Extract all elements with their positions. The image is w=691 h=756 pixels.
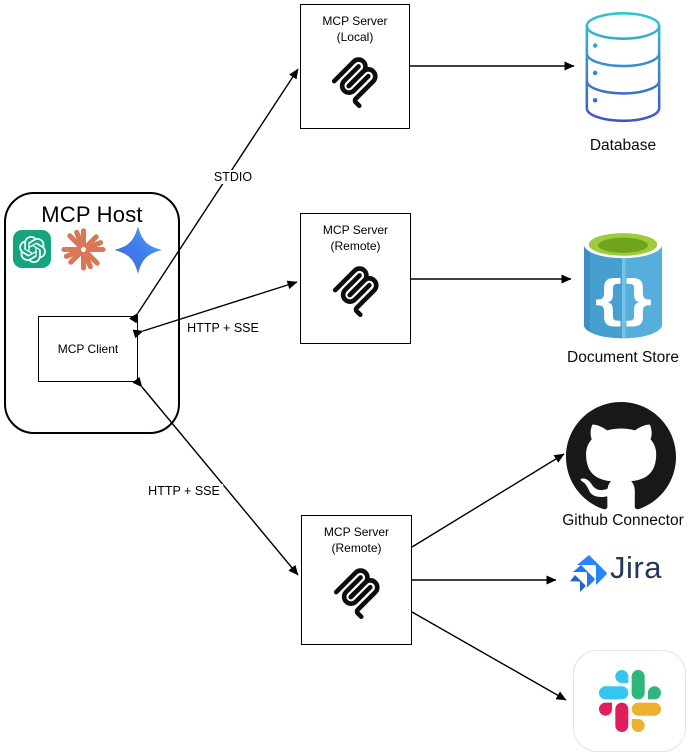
document-store-label: Document Store xyxy=(567,349,679,366)
mcp-server-remote2-box: MCP Server (Remote) xyxy=(301,515,412,645)
document-store-icon: { } xyxy=(579,226,667,347)
mcp-server-local-box: MCP Server (Local) xyxy=(300,4,410,129)
database-icon xyxy=(580,8,666,130)
gemini-star-glyph xyxy=(114,226,162,274)
claude-icon xyxy=(61,227,106,272)
openai-icon xyxy=(13,230,51,268)
server-remote2-title: MCP Server xyxy=(323,525,390,539)
mcp-logo-icon xyxy=(333,568,380,620)
mcp-server-remote1-box: MCP Server (Remote) xyxy=(300,213,411,344)
docstore-brace-left: { xyxy=(590,270,628,331)
server-local-subtitle: (Local) xyxy=(336,29,374,44)
server-remote2-subtitle: (Remote) xyxy=(331,540,382,555)
jira-icon xyxy=(568,554,608,596)
github-icon xyxy=(566,402,676,512)
mcp-client-box: MCP Client xyxy=(38,316,138,382)
openai-logo-glyph xyxy=(18,235,46,263)
server-remote1-subtitle: (Remote) xyxy=(330,238,381,253)
arrow-remote2-github xyxy=(411,453,565,548)
slack-pinwheel-glyph xyxy=(598,670,661,732)
jira-wordmark: Jira xyxy=(610,550,662,585)
edge-label-http-sse-bottom: HTTP + SSE xyxy=(145,484,223,498)
claude-starburst-glyph xyxy=(61,228,106,271)
slack-icon xyxy=(573,650,686,752)
mcp-client-label: MCP Client xyxy=(57,342,119,356)
docstore-brace-right: } xyxy=(620,270,658,331)
edge-label-stdio: STDIO xyxy=(210,170,256,184)
database-label: Database xyxy=(589,137,657,154)
mcp-logo-icon xyxy=(332,266,379,318)
gemini-icon xyxy=(112,224,164,276)
server-local-title: MCP Server xyxy=(322,14,388,28)
edge-label-http-sse-mid: HTTP + SSE xyxy=(184,321,262,335)
mcp-host-title: MCP Host xyxy=(41,202,143,227)
arrow-remote2-slack xyxy=(411,611,567,701)
github-label: Github Connector xyxy=(562,512,684,529)
mcp-logo-icon xyxy=(331,57,378,109)
server-remote1-title: MCP Server xyxy=(322,223,389,237)
